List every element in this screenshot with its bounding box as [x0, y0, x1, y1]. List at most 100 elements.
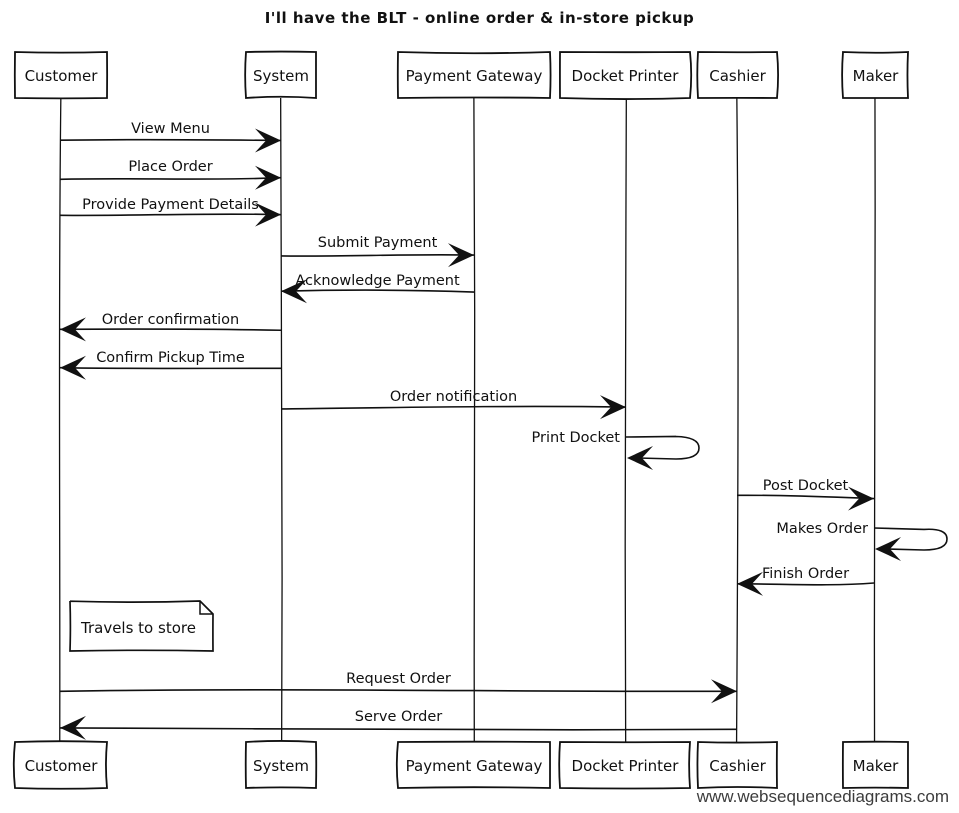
arrowhead-icon: [737, 571, 763, 596]
actor-label: Maker: [853, 757, 900, 775]
watermark-text: www.websequencediagrams.com: [696, 787, 949, 806]
actor-box: [841, 51, 909, 99]
lifeline: [58, 97, 62, 743]
arrowhead-icon: [627, 446, 653, 470]
message-line: [59, 213, 282, 217]
actor-box: [244, 740, 318, 789]
actor-label: System: [253, 67, 309, 85]
lifeline-maker: [873, 97, 876, 743]
actor-label: Customer: [25, 757, 99, 775]
message-label: Submit Payment: [318, 235, 438, 251]
arrowhead-icon: [60, 355, 86, 380]
actor-box: [244, 50, 317, 99]
message-view-menu: View Menu: [59, 121, 282, 153]
actor-box: [558, 741, 691, 790]
actor-top-customer: Customer: [13, 51, 109, 100]
message-request-order: Request Order: [59, 671, 738, 704]
actor-label: Maker: [853, 67, 900, 85]
note-label: Travels to store: [80, 619, 196, 637]
message-order-confirmation: Order confirmation: [59, 312, 282, 342]
self-loop-line: [625, 435, 700, 460]
lifeline: [873, 97, 876, 743]
actor-box: [841, 740, 909, 789]
lifeline: [735, 97, 739, 743]
arrowhead-icon: [255, 165, 281, 190]
lifeline-customer: [58, 97, 62, 743]
actor-bottom-maker: Maker: [841, 740, 909, 789]
arrowhead-icon: [255, 202, 281, 227]
message-post-docket: Post Docket: [736, 478, 875, 511]
message-print-docket: Print Docket: [532, 430, 700, 470]
message-label: Request Order: [346, 671, 451, 687]
actor-label: System: [253, 757, 309, 775]
note-body: [69, 600, 214, 652]
message-label: View Menu: [131, 121, 210, 137]
actor-bottom-payment-gateway: Payment Gateway: [395, 740, 551, 789]
message-acknowledge-payment: Acknowledge Payment: [280, 273, 475, 304]
message-line: [59, 328, 282, 332]
actor-box: [13, 51, 109, 100]
note-fold-icon: [199, 601, 213, 615]
actor-label: Payment Gateway: [406, 67, 543, 85]
actor-top-docket-printer: Docket Printer: [559, 51, 693, 100]
actor-bottom-cashier: Cashier: [696, 741, 778, 789]
message-line: [280, 405, 627, 410]
actor-box: [395, 740, 551, 789]
message-line: [736, 582, 875, 586]
actor-label: Cashier: [709, 757, 766, 775]
actor-box: [559, 51, 693, 100]
arrowhead-icon: [448, 243, 474, 268]
actor-label: Docket Printer: [572, 757, 680, 775]
lifeline: [280, 97, 283, 743]
actor-label: Customer: [25, 67, 99, 85]
actor-box: [396, 51, 552, 99]
message-line: [280, 253, 475, 257]
actor-box: [12, 740, 108, 790]
arrowhead-icon: [281, 279, 307, 304]
message-label: Order confirmation: [102, 312, 239, 328]
actor-bottom-docket-printer: Docket Printer: [558, 741, 691, 790]
lifeline-docket-printer: [624, 97, 627, 743]
lifeline: [473, 97, 476, 743]
message-finish-order: Finish Order: [736, 566, 875, 596]
diagram-title: I'll have the BLT - online order & in-st…: [264, 9, 695, 27]
message-submit-payment: Submit Payment: [280, 235, 475, 268]
lifeline-system: [280, 97, 283, 743]
arrowhead-icon: [60, 715, 86, 740]
actor-box: [696, 51, 779, 99]
actor-bottom-customer: Customer: [12, 740, 108, 790]
message-line: [59, 366, 282, 370]
actor-label: Docket Printer: [572, 67, 680, 85]
message-label: Finish Order: [762, 566, 849, 582]
actor-label: Cashier: [709, 67, 766, 85]
message-line: [280, 289, 475, 293]
message-line: [59, 138, 282, 142]
message-line: [59, 727, 738, 731]
arrowhead-icon: [711, 679, 737, 704]
actor-label: Payment Gateway: [406, 757, 543, 775]
message-provide-payment-details: Provide Payment Details: [59, 197, 282, 227]
message-order-notification: Order notification: [280, 389, 627, 420]
arrowhead-icon: [875, 537, 901, 561]
message-line: [59, 176, 282, 181]
arrowhead-icon: [848, 486, 874, 511]
actor-bottom-system: System: [244, 740, 318, 789]
arrowhead-icon: [60, 317, 86, 342]
actor-top-system: System: [244, 50, 317, 99]
message-label: Place Order: [128, 159, 212, 175]
message-label: Provide Payment Details: [82, 197, 259, 213]
actor-top-maker: Maker: [841, 51, 909, 99]
arrowhead-icon: [255, 128, 281, 153]
note-travels-to-store: Travels to store: [69, 600, 214, 652]
message-line: [59, 689, 738, 693]
message-label: Print Docket: [532, 430, 621, 446]
message-label: Post Docket: [763, 478, 849, 494]
message-label: Confirm Pickup Time: [96, 350, 245, 366]
actor-top-payment-gateway: Payment Gateway: [396, 51, 552, 99]
lifeline-payment-gateway: [473, 97, 476, 743]
message-label: Acknowledge Payment: [295, 273, 460, 289]
message-makes-order: Makes Order: [776, 521, 948, 561]
arrowhead-icon: [600, 395, 626, 420]
